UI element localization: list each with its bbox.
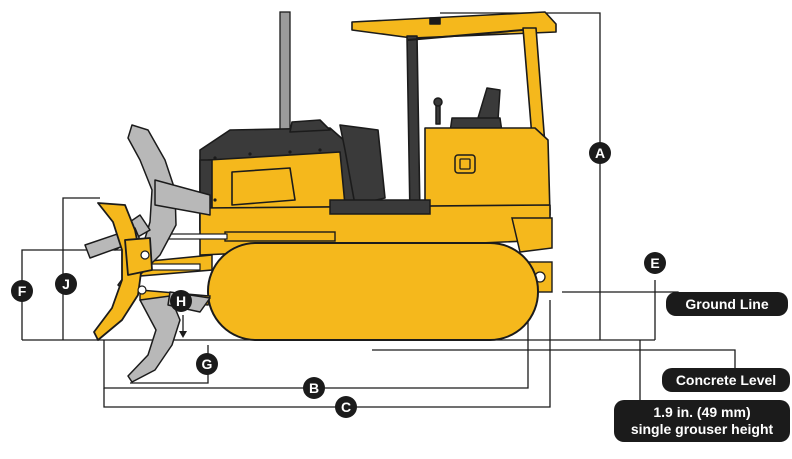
rops-brace [407, 29, 524, 41]
blade-moldboard [93, 202, 143, 341]
concrete-level-callout: Concrete Level [662, 368, 790, 392]
dim-label-e: E [650, 255, 659, 271]
blade-bracket [124, 237, 153, 276]
lift-cylinder [224, 231, 336, 242]
dim-badge-b: B [303, 377, 325, 399]
front-blade [93, 202, 153, 341]
track-frame-rear [511, 217, 553, 253]
seat-back [477, 87, 501, 121]
dim-badge-f: F [11, 280, 33, 302]
grouser-height-callout: 1.9 in. (49 mm) single grouser height [614, 400, 790, 442]
dim-label-g: G [202, 356, 213, 372]
fuel-cap [454, 154, 476, 174]
dim-badge-j: J [55, 273, 77, 295]
dim-line-j [62, 197, 100, 340]
dim-line-c [103, 300, 551, 408]
fuel-cap-inner [459, 158, 471, 170]
blade-pivot [140, 250, 150, 260]
dim-line-a [440, 12, 601, 340]
concrete-level-leader [372, 349, 736, 368]
operator-station [433, 87, 503, 133]
tilt-cylinder [147, 263, 201, 271]
dim-label-j: J [62, 276, 70, 292]
dim-label-h: H [176, 293, 186, 309]
dim-arrow-h-head [179, 331, 187, 338]
track [207, 242, 539, 341]
dim-label-b: B [309, 380, 319, 396]
hood-window [231, 167, 296, 206]
grouser-height-label-line1: 1.9 in. (49 mm) [653, 404, 751, 420]
dim-badge-a: A [589, 142, 611, 164]
exhaust-stack [279, 11, 291, 133]
air-intake [289, 119, 331, 133]
rops-front-post [406, 35, 421, 216]
blade-pivot-2 [137, 285, 147, 295]
hood-bolts [213, 148, 322, 224]
lift-cylinder-rod [164, 233, 228, 240]
dim-label-c: C [341, 399, 351, 415]
lever-knob [433, 97, 443, 107]
rear-body [424, 127, 551, 216]
raised-blade-arm [154, 179, 211, 216]
dim-badge-c: C [335, 396, 357, 418]
dim-label-a: A [595, 145, 605, 161]
concrete-level-label: Concrete Level [675, 372, 777, 388]
dim-badge-g: G [196, 353, 218, 375]
dim-badge-h: H [170, 290, 192, 312]
control-lever [435, 103, 441, 125]
canopy-decal [429, 17, 441, 25]
grouser-height-label-line2: single grouser height [630, 421, 774, 437]
dim-label-f: F [18, 283, 27, 299]
ground-line-label: Ground Line [685, 296, 769, 312]
dim-badge-e: E [644, 252, 666, 274]
lowered-ripper-shank [127, 295, 181, 383]
deck-step [329, 199, 431, 215]
ground-line-callout-leader [562, 291, 679, 304]
ground-line-callout: Ground Line [666, 292, 788, 316]
